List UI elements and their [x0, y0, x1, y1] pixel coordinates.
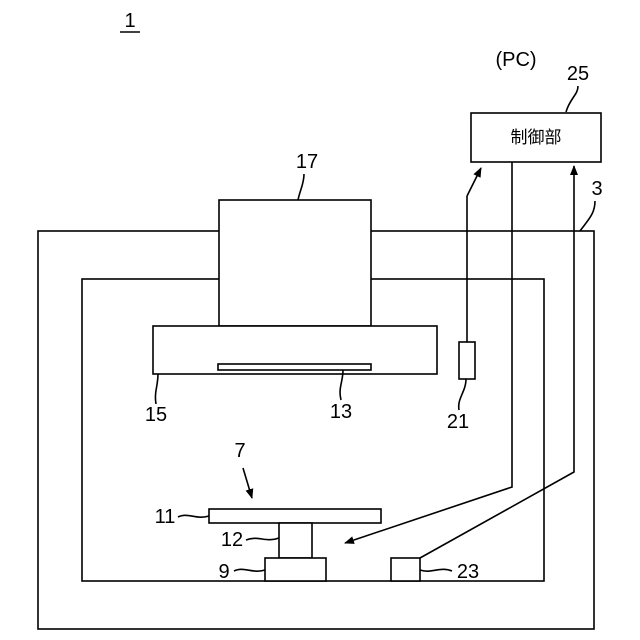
leader-12 [246, 538, 279, 540]
unit-17 [219, 200, 371, 326]
pillar-12 [279, 523, 312, 558]
ref-17: 17 [296, 151, 318, 173]
signal-line-23 [420, 180, 574, 558]
ref-21: 21 [447, 411, 469, 433]
leader-21 [459, 379, 466, 410]
ref-13: 13 [330, 401, 352, 423]
ref-7: 7 [234, 440, 245, 462]
sensor-21 [459, 342, 475, 379]
leader-15 [155, 374, 158, 404]
ref-3: 3 [591, 178, 602, 200]
table-11 [209, 509, 381, 523]
leader-11 [178, 515, 209, 517]
arrow-7 [243, 468, 252, 498]
plate-13 [218, 364, 371, 370]
leader-25 [566, 86, 578, 112]
signal-arrow-21 [467, 168, 481, 196]
ref-25: 25 [567, 63, 589, 85]
controller-annotation: (PC) [495, 49, 536, 71]
ref-11: 11 [155, 506, 176, 528]
leader-3 [580, 201, 595, 231]
leader-9 [234, 569, 265, 571]
controller-label: 制御部 [511, 128, 562, 147]
sensor-23 [391, 558, 420, 581]
ref-9: 9 [218, 561, 229, 583]
base-9 [265, 558, 326, 581]
leader-17 [298, 174, 304, 200]
leader-23 [420, 569, 452, 571]
figure-number: 1 [124, 10, 135, 32]
ref-12: 12 [221, 529, 243, 551]
ref-23: 23 [457, 561, 479, 583]
ref-15: 15 [145, 404, 167, 426]
